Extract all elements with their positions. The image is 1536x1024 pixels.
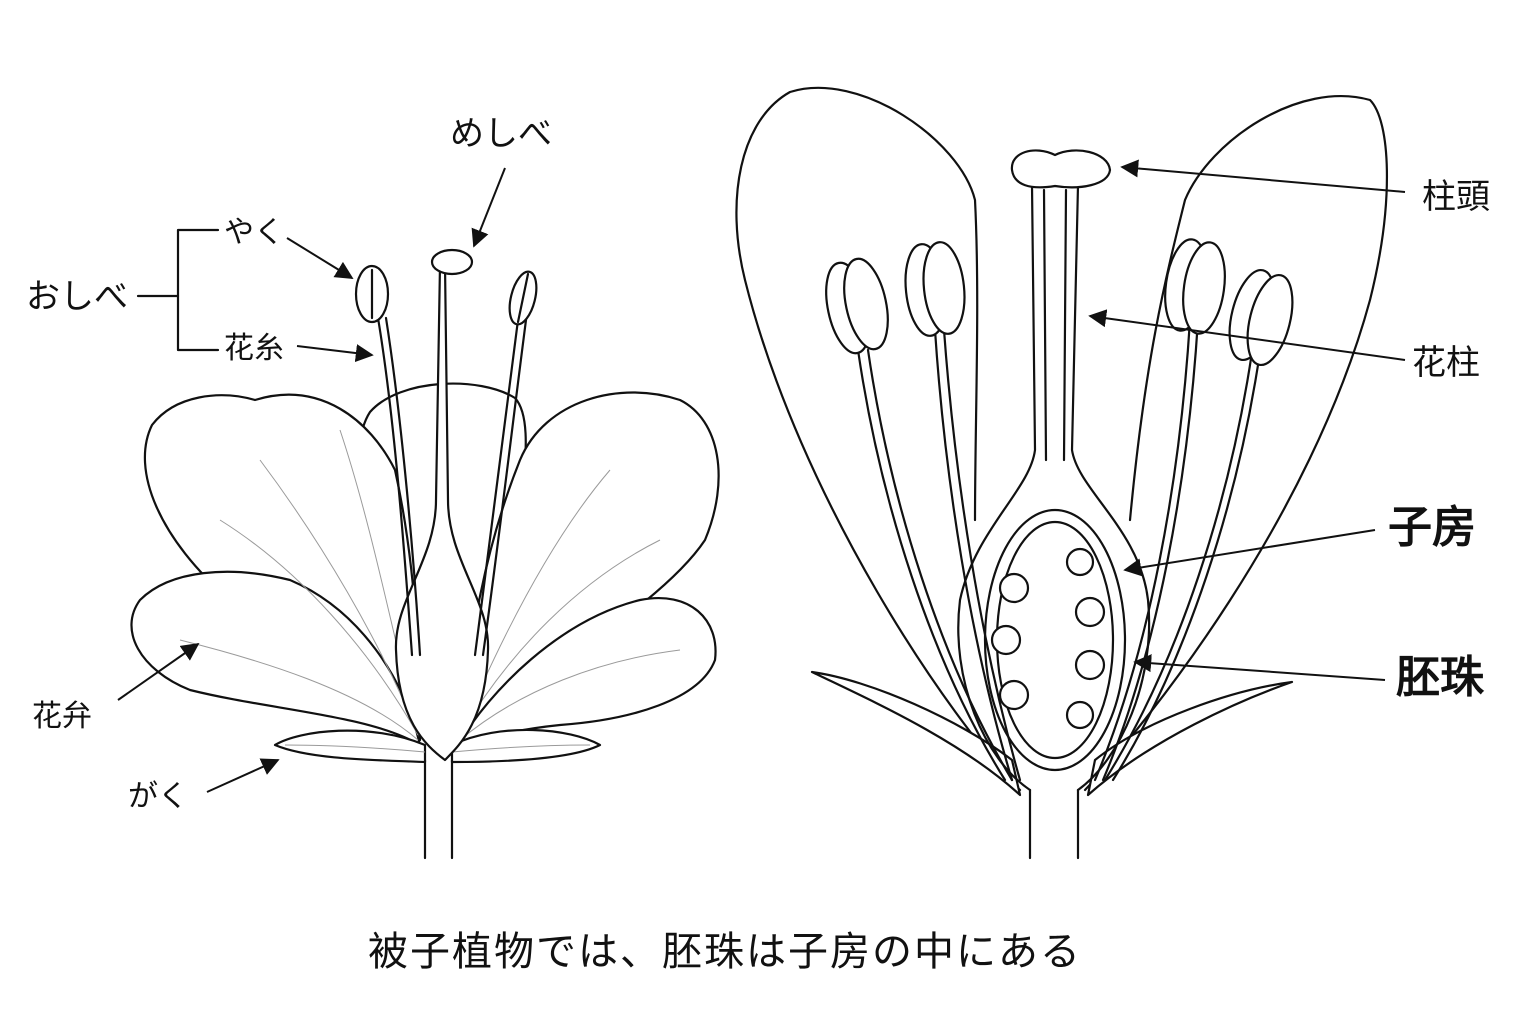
label-oshibe: おしべ [26,277,128,317]
right-flower [735,86,1389,860]
section-filament-2 [933,328,1022,782]
label-yaku: やく [224,215,284,250]
left-anther-right [508,270,538,326]
left-stigma [430,248,474,276]
label-shibo: 子房 [1388,502,1476,553]
left-stem [423,758,454,860]
label-gaku: がく [128,779,188,814]
section-anther-1 [825,257,889,355]
section-filament-1 [856,348,1014,782]
section-filament-4 [1103,350,1262,782]
sepal-right [450,728,602,764]
section-stigma [1010,149,1112,189]
section-filament-3 [1093,318,1200,782]
petal-lower-left [130,570,422,747]
section-anther-3 [1164,238,1226,335]
diagram-caption: 被子植物では、胚珠は子房の中にある [368,929,1082,975]
label-kachu: 花柱 [1412,343,1480,383]
left-anther-left [354,264,390,324]
section-petal-left [735,86,1022,792]
filament-right [473,318,528,657]
section-anther-2 [904,241,966,337]
ovules [990,547,1106,730]
annotation-arrows [117,159,1406,793]
label-haishu: 胚珠 [1396,652,1484,703]
left-flower [130,248,720,860]
label-meshibe: めしべ [450,114,552,154]
right-stem [1028,788,1080,860]
section-anther-4 [1228,269,1294,366]
label-kashi: 花糸 [224,331,284,366]
filament-left [376,316,422,657]
section-sepal-left [810,670,1022,797]
oshibe-bracket [136,228,220,352]
label-chuto: 柱頭 [1422,177,1490,217]
label-kaben: 花弁 [32,699,92,734]
